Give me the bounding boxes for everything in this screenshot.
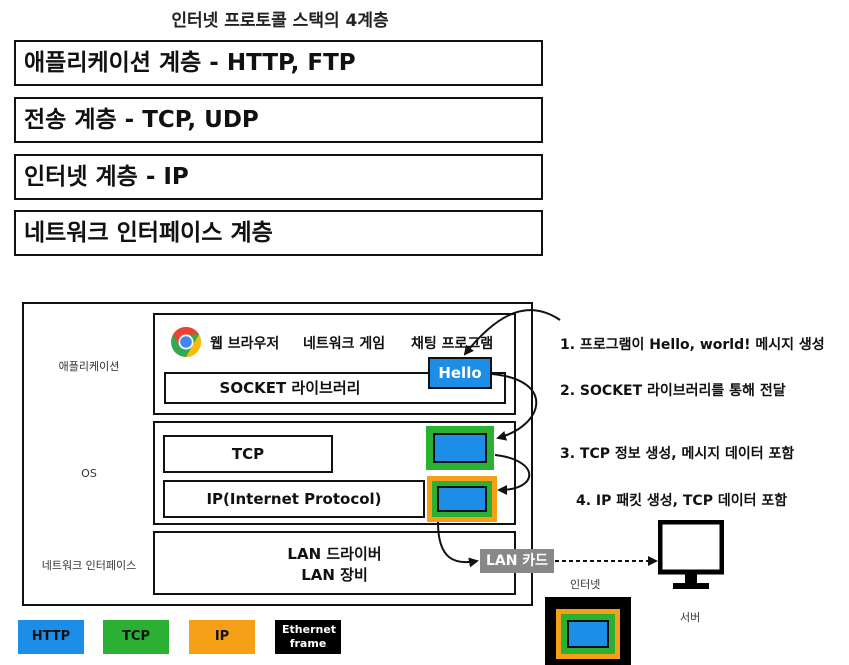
layer-application: 애플리케이션 계층 - HTTP, FTP [14,40,543,86]
app-network-game: 네트워크 게임 [303,336,386,352]
tcp-segment-packet [426,426,494,470]
step-4: 4. IP 패킷 생성, TCP 데이터 포함 [576,493,788,509]
monitor-icon [658,520,724,589]
layer-transport: 전송 계층 - TCP, UDP [14,97,543,143]
ip-packet [427,476,497,522]
frame-payload-tcp [561,614,615,654]
step-2: 2. SOCKET 라이브러리를 통해 전달 [560,383,786,399]
ip-payload-http [437,486,487,512]
legend-tcp: TCP [103,620,169,654]
arrow-tcp-to-ip [494,454,531,495]
ethernet-frame-packet [545,597,631,665]
tcp-payload-http [433,433,487,463]
lan-card-box: LAN 카드 [480,549,554,573]
ip-payload-tcp [432,481,492,517]
stack-title: 인터넷 프로토콜 스택의 4계층 [171,11,389,31]
side-label-application: 애플리케이션 [58,360,120,373]
network-interface-panel [153,531,516,595]
frame-payload-ip [556,609,620,659]
side-label-network-interface: 네트워크 인터페이스 [41,559,137,572]
tcp-box: TCP [163,435,333,473]
frame-payload-http [567,620,609,648]
legend-ip: IP [189,620,255,654]
arrow-step1-to-hello [463,309,561,356]
layer-internet: 인터넷 계층 - IP [14,154,543,200]
ip-box: IP(Internet Protocol) [163,480,425,518]
step-1: 1. 프로그램이 Hello, world! 메시지 생성 [560,337,825,353]
legend-ethernet: Ethernet frame [275,620,341,654]
layer-network-interface: 네트워크 인터페이스 계층 [14,210,543,256]
step-3: 3. TCP 정보 생성, 메시지 데이터 포함 [560,446,795,462]
side-label-os: OS [81,467,97,480]
socket-library-box: SOCKET 라이브러리 [164,372,506,404]
socket-library-label: SOCKET 라이브러리 [219,379,361,397]
server-label: 서버 [680,611,701,624]
app-web-browser: 웹 브라우저 [210,336,280,352]
hello-message-packet: Hello [428,357,492,389]
arrow-hello-to-tcp [491,373,538,441]
lan-device-label: LAN 장비 [301,566,368,584]
internet-label: 인터넷 [570,578,601,591]
arrow-ip-to-lancard [437,521,479,568]
chrome-logo-icon [171,327,202,357]
legend-http: HTTP [18,620,84,654]
lan-driver-label: LAN 드라이버 [287,545,382,563]
